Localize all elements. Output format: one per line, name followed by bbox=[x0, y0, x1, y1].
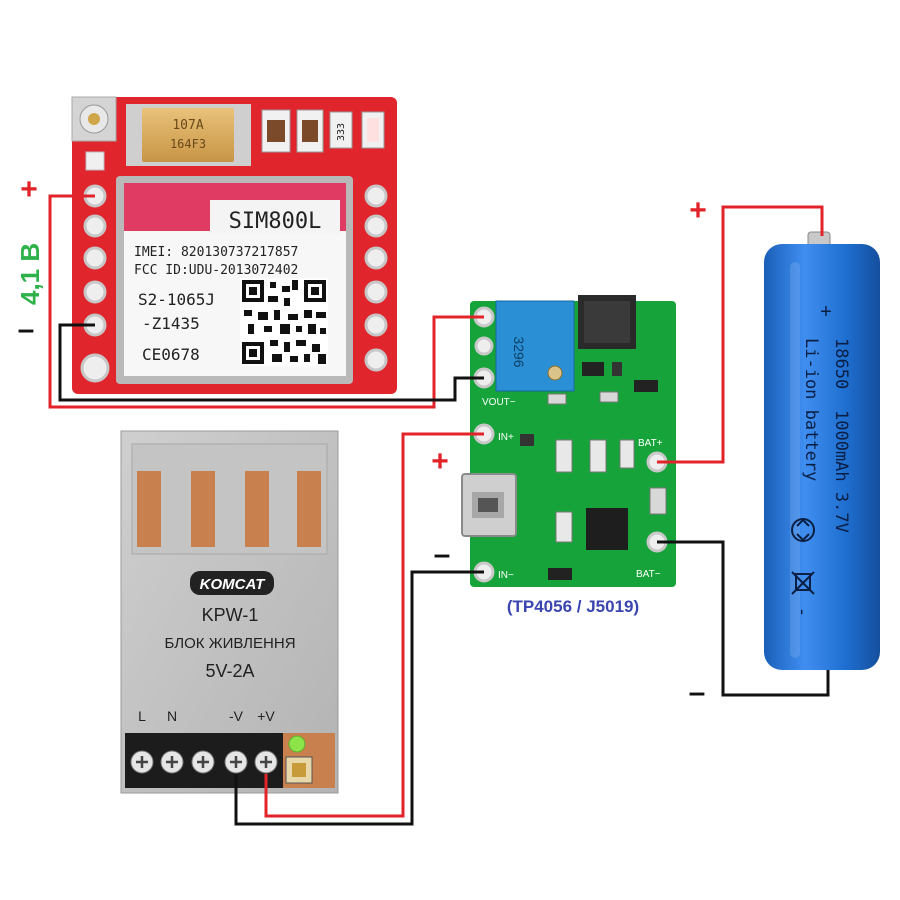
psu-vent bbox=[297, 471, 321, 547]
battery-body bbox=[764, 244, 880, 670]
sim-pins-left bbox=[80, 151, 110, 383]
sim-fcc: FCC ID:UDU-2013072402 bbox=[134, 263, 298, 278]
inductor bbox=[578, 295, 636, 349]
psu-terminal-block bbox=[125, 733, 335, 788]
sim-minus-sign: – bbox=[18, 313, 35, 346]
psu-name: БЛОК ЖИВЛЕННЯ bbox=[164, 635, 295, 652]
psu-led-indicator bbox=[288, 735, 306, 753]
psu-model: KPW-1 bbox=[202, 605, 259, 625]
sim-ce-mark: CE0678 bbox=[142, 345, 200, 364]
sim-plus-sign: + bbox=[20, 173, 38, 206]
charger-module: 3296 bbox=[461, 295, 676, 616]
label-vout-minus: VOUT− bbox=[482, 397, 516, 408]
pot-label: 3296 bbox=[511, 336, 527, 367]
sim-code-2: -Z1435 bbox=[142, 314, 200, 333]
psu-vent bbox=[191, 471, 215, 547]
terminal-label-n: N bbox=[167, 708, 177, 724]
battery-capacity: 1000mAh 3.7V bbox=[831, 410, 851, 533]
sim-pins-right bbox=[364, 184, 388, 372]
terminal-label-neg: -V bbox=[229, 708, 244, 724]
terminal-screw-empty[interactable] bbox=[191, 750, 215, 774]
psu-vent bbox=[137, 471, 161, 547]
tantalum-capacitor: 107A 164F3 bbox=[126, 104, 251, 166]
resistor-label: 333 bbox=[336, 123, 347, 141]
wires bbox=[48, 194, 830, 826]
cap-label-2: 164F3 bbox=[170, 137, 206, 151]
terminal-screw-pos[interactable] bbox=[254, 750, 278, 774]
micro-usb-port[interactable] bbox=[461, 473, 517, 537]
trim-potentiometer[interactable]: 3296 bbox=[495, 300, 575, 392]
battery-label: 18650 1000mAh 3.7V Li-ion battery bbox=[801, 338, 851, 533]
label-in-minus: IN− bbox=[498, 570, 514, 581]
battery-minus-sign: – bbox=[689, 676, 706, 709]
wire-battery-positive bbox=[657, 205, 824, 464]
label-bat-minus: BAT− bbox=[636, 569, 661, 580]
terminal-screw-neg[interactable] bbox=[224, 750, 248, 774]
terminal-screw-n[interactable] bbox=[160, 750, 184, 774]
battery-18650: + 18650 1000mAh 3.7V Li-ion battery - bbox=[764, 231, 880, 670]
qr-code bbox=[240, 278, 328, 366]
sim-code-1: S2-1065J bbox=[138, 290, 215, 309]
power-supply-module: KOMCAT KPW-1 БЛОК ЖИВЛЕННЯ 5V-2A L N -V … bbox=[120, 430, 339, 794]
psu-vent bbox=[245, 471, 269, 547]
wire-sim-negative bbox=[58, 323, 484, 402]
label-bat-plus: BAT+ bbox=[638, 438, 663, 449]
battery-size: 18650 bbox=[831, 338, 851, 389]
voltage-label: + 4,1 B – bbox=[15, 173, 45, 346]
battery-plus-mark: + bbox=[820, 301, 832, 323]
battery-type: Li-ion battery bbox=[801, 338, 821, 481]
terminal-label-pos: +V bbox=[257, 708, 275, 724]
terminal-screw-l[interactable] bbox=[130, 750, 154, 774]
sim800l-module: 107A 164F3 333 bbox=[71, 96, 397, 394]
psu-brand: KOMCAT bbox=[200, 576, 267, 593]
psu-rating: 5V-2A bbox=[205, 661, 254, 681]
wire-sim-positive bbox=[48, 194, 484, 409]
wire-battery-negative bbox=[657, 540, 830, 697]
no-trash-icon bbox=[791, 571, 815, 595]
input-plus-sign: + bbox=[431, 445, 449, 478]
sim-brand: SIM800L bbox=[229, 209, 322, 234]
sim-voltage-value: 4,1 B bbox=[15, 243, 45, 305]
sim-shield: SIM800L IMEI: 820130737217857 FCC ID:UDU… bbox=[116, 176, 353, 384]
terminal-label-l: L bbox=[138, 708, 146, 724]
psu-logo: KOMCAT bbox=[190, 571, 274, 595]
wire-psu-negative bbox=[234, 570, 484, 826]
battery-plus-sign: + bbox=[689, 194, 707, 227]
cap-label-1: 107A bbox=[172, 118, 203, 133]
antenna-connector[interactable] bbox=[71, 96, 117, 142]
recycle-icon bbox=[791, 518, 815, 542]
battery-minus-mark: - bbox=[793, 609, 813, 615]
charger-ic bbox=[586, 508, 628, 550]
charger-caption: (TP4056 / J5019) bbox=[507, 597, 639, 616]
label-in-plus: IN+ bbox=[498, 432, 514, 443]
sim-imei: IMEI: 820130737217857 bbox=[134, 245, 298, 260]
wire-psu-positive bbox=[264, 432, 484, 818]
input-minus-sign: – bbox=[434, 538, 451, 571]
